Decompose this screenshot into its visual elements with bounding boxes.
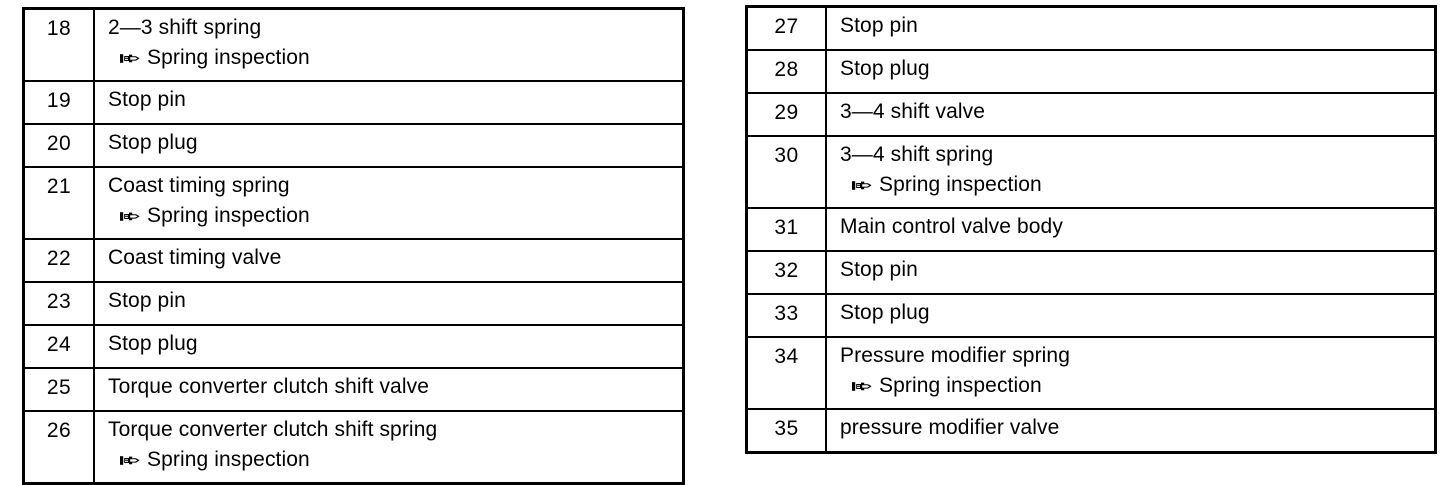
table-row: 23 Stop pin xyxy=(23,282,684,325)
part-description-text: Stop plug xyxy=(840,57,930,80)
table-row: 35 pressure modifier valve xyxy=(746,409,1436,453)
part-number-cell: 25 xyxy=(23,368,95,411)
part-description-text: 3—4 shift valve xyxy=(840,100,986,123)
inspection-note-text: Spring inspection xyxy=(879,173,1042,196)
part-description-cell: Stop pin xyxy=(826,7,1436,51)
part-description-text: Stop pin xyxy=(108,289,186,312)
part-number-cell: 21 xyxy=(23,167,95,239)
pointing-hand-icon xyxy=(852,380,872,393)
part-description-cell: Stop pin xyxy=(94,81,684,124)
part-description-cell: Coast timing valve xyxy=(94,239,684,282)
pointing-hand-icon xyxy=(120,52,140,65)
part-description-text: Stop pin xyxy=(840,258,918,281)
part-description-cell: Stop plug xyxy=(94,124,684,167)
inspection-note-text: Spring inspection xyxy=(879,374,1042,397)
part-description-text: Coast timing valve xyxy=(108,246,282,269)
part-description-cell: Stop plug xyxy=(94,325,684,368)
part-description-cell: Stop plug xyxy=(826,294,1436,337)
part-description-text: 2—3 shift spring xyxy=(108,16,262,39)
part-description-cell: Stop plug xyxy=(826,50,1436,93)
table-row: 28 Stop plug xyxy=(746,50,1436,93)
table-row: 20 Stop plug xyxy=(23,124,684,167)
part-description-cell: pressure modifier valve xyxy=(826,409,1436,453)
part-number-cell: 19 xyxy=(23,81,95,124)
table-row: 32 Stop pin xyxy=(746,251,1436,294)
part-number-cell: 18 xyxy=(23,8,95,81)
inspection-note: Spring inspection xyxy=(108,47,682,68)
part-number-cell: 24 xyxy=(23,325,95,368)
table-row: 19 Stop pin xyxy=(23,81,684,124)
inspection-note: Spring inspection xyxy=(840,174,1434,195)
inspection-note-text: Spring inspection xyxy=(147,46,310,69)
part-number-cell: 29 xyxy=(746,93,827,136)
part-description-text: pressure modifier valve xyxy=(840,416,1060,439)
pointing-hand-icon xyxy=(120,454,140,467)
part-description-cell: 3—4 shift valve xyxy=(826,93,1436,136)
part-number-cell: 34 xyxy=(746,337,827,409)
part-description-text: Pressure modifier spring xyxy=(840,344,1070,367)
table-row: 31 Main control valve body xyxy=(746,208,1436,251)
table-row: 24 Stop plug xyxy=(23,325,684,368)
part-description-cell: Main control valve body xyxy=(826,208,1436,251)
part-number-cell: 22 xyxy=(23,239,95,282)
part-description-text: Stop plug xyxy=(108,332,198,355)
inspection-note: Spring inspection xyxy=(840,375,1434,396)
pointing-hand-icon xyxy=(852,179,872,192)
part-description-text: Stop pin xyxy=(108,88,186,111)
part-number-cell: 35 xyxy=(746,409,827,453)
part-description-text: Stop plug xyxy=(108,131,198,154)
part-description-cell: Torque converter clutch shift valve xyxy=(94,368,684,411)
pointing-hand-icon xyxy=(120,210,140,223)
part-number-cell: 33 xyxy=(746,294,827,337)
part-description-text: Stop plug xyxy=(840,301,930,324)
part-description-cell: Stop pin xyxy=(94,282,684,325)
part-number-cell: 32 xyxy=(746,251,827,294)
inspection-note-text: Spring inspection xyxy=(147,204,310,227)
part-description-text: Coast timing spring xyxy=(108,174,290,197)
part-number-cell: 27 xyxy=(746,6,827,50)
table-row: 33 Stop plug xyxy=(746,294,1436,337)
part-description-text: Torque converter clutch shift spring xyxy=(108,418,438,441)
part-description-text: 3—4 shift spring xyxy=(840,143,994,166)
table-row: 29 3—4 shift valve xyxy=(746,93,1436,136)
part-number-cell: 30 xyxy=(746,136,827,208)
part-description-text: Torque converter clutch shift valve xyxy=(108,375,429,398)
part-number-cell: 20 xyxy=(23,124,95,167)
part-number-cell: 31 xyxy=(746,208,827,251)
part-number-cell: 26 xyxy=(23,411,95,484)
part-number-cell: 28 xyxy=(746,50,827,93)
table-row: 27 Stop pin xyxy=(746,6,1436,51)
part-number-cell: 23 xyxy=(23,282,95,325)
inspection-note: Spring inspection xyxy=(108,205,682,226)
table-row: 25 Torque converter clutch shift valve xyxy=(23,368,684,411)
part-description-cell: Stop pin xyxy=(826,251,1436,294)
part-description-text: Stop pin xyxy=(840,14,918,37)
part-description-text: Main control valve body xyxy=(840,215,1063,238)
table-row: 22 Coast timing valve xyxy=(23,239,684,282)
